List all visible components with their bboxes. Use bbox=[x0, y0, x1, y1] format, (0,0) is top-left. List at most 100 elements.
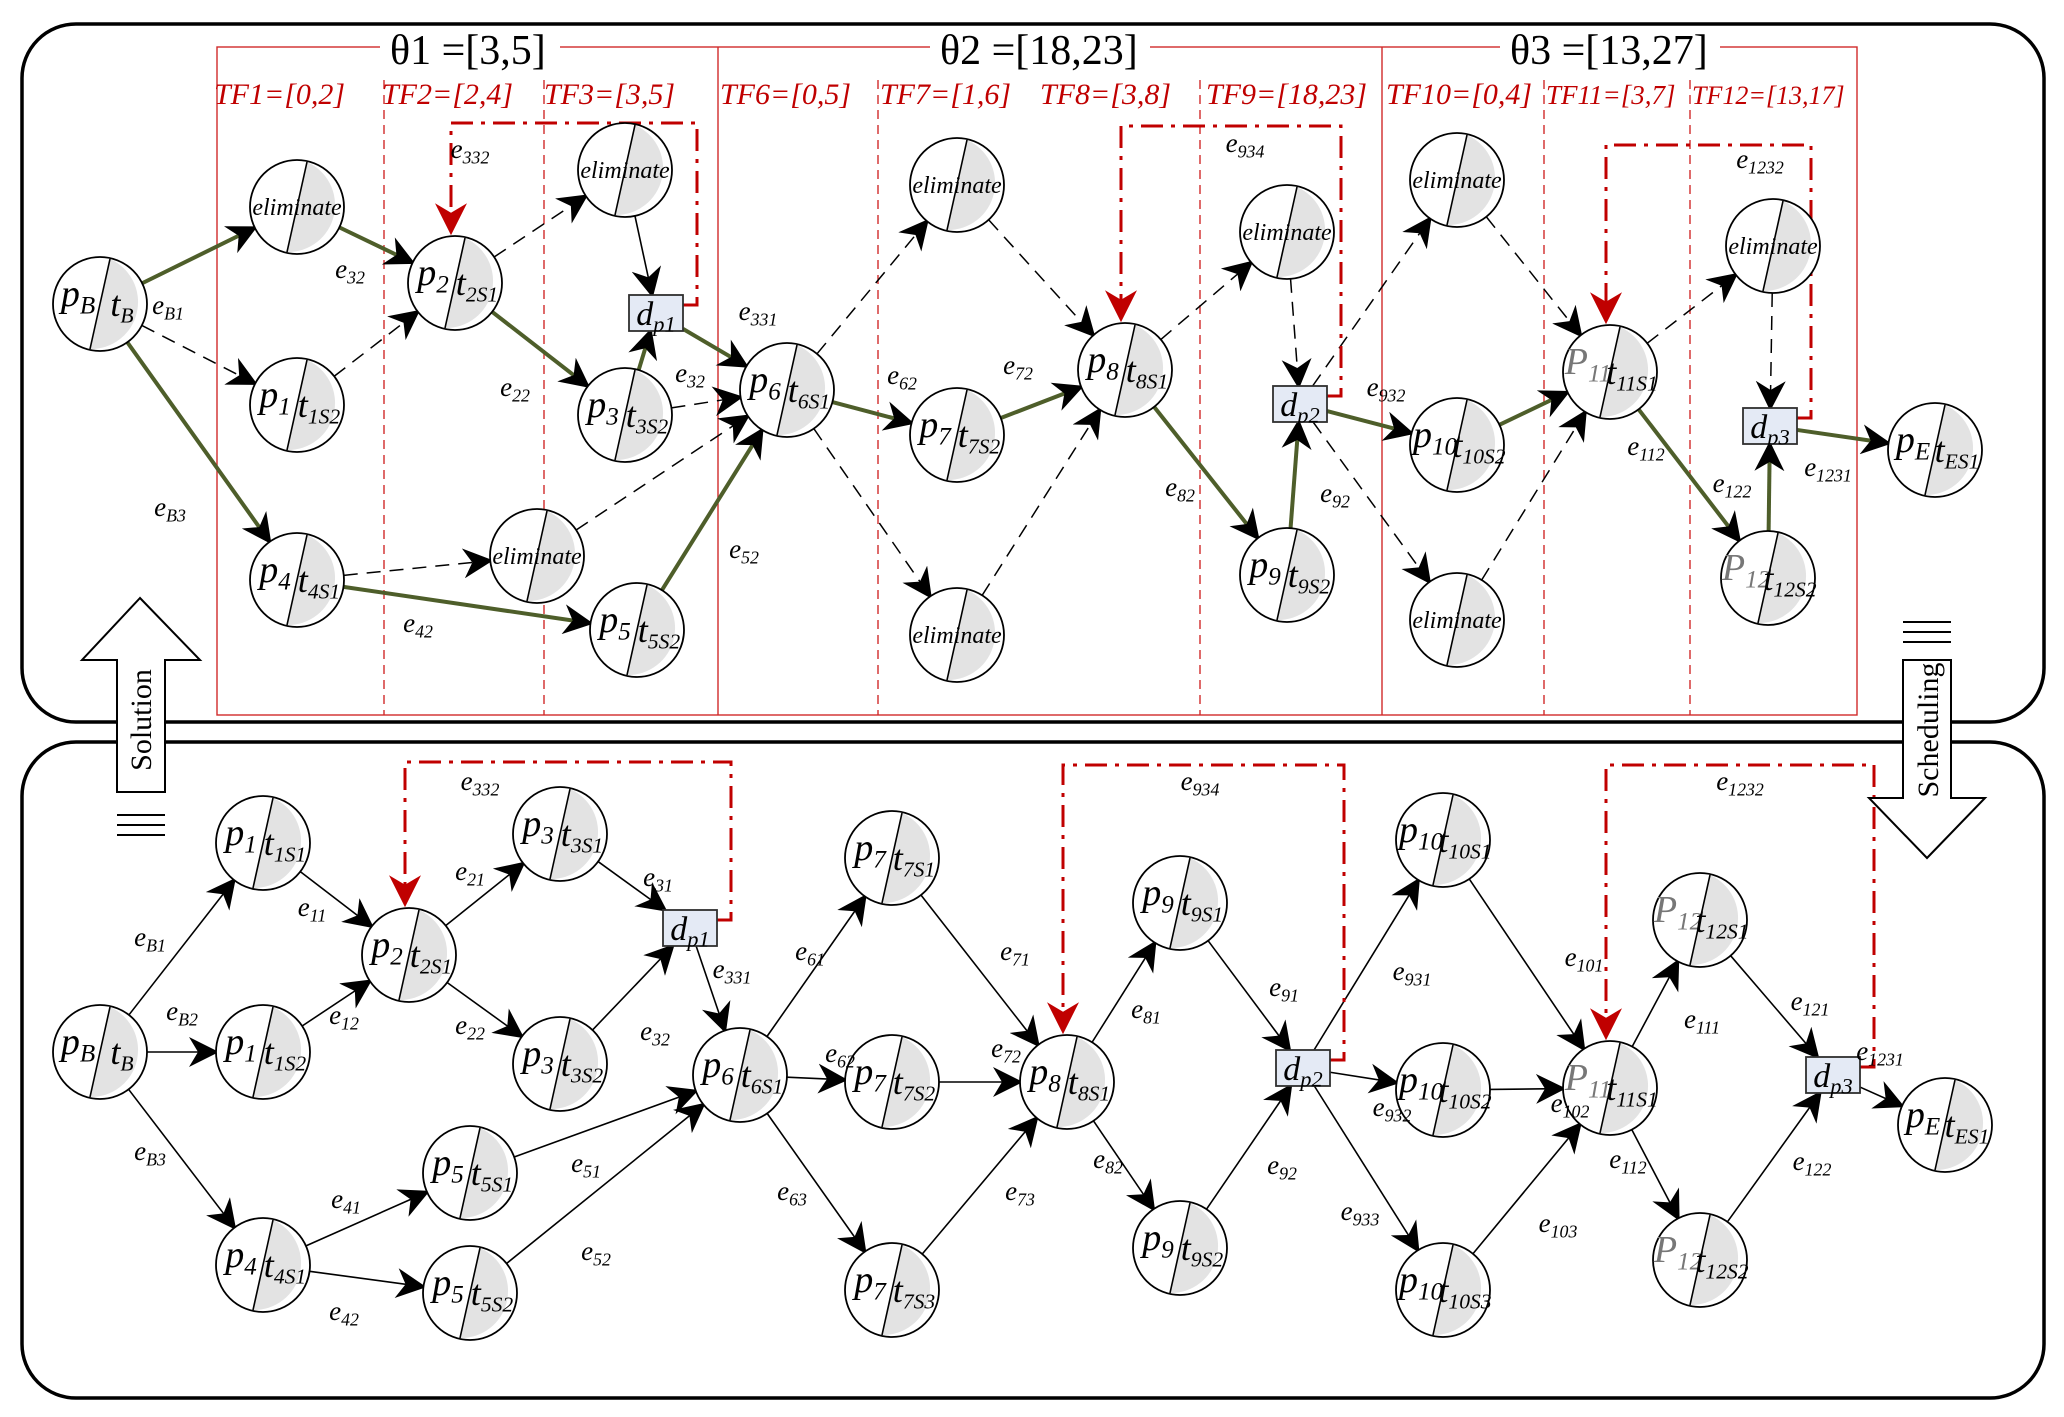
transition-label: t1S1 bbox=[264, 823, 306, 866]
place-label: pB bbox=[58, 1021, 95, 1068]
edge-label-e932: e932 bbox=[1373, 1092, 1412, 1125]
edge-label-e112: e112 bbox=[1609, 1144, 1646, 1177]
edge-label-e112: e112 bbox=[1627, 431, 1664, 464]
edge-label-e332: e332 bbox=[461, 766, 500, 799]
transition-label: t7S2 bbox=[958, 415, 1001, 458]
place-label: p9 bbox=[1139, 1217, 1174, 1264]
dp-label: dp2 bbox=[1280, 387, 1319, 428]
edge-label-e22: e22 bbox=[500, 372, 530, 405]
eliminate-label: eliminate bbox=[912, 173, 1002, 199]
bottom-edge-pB-p4 bbox=[127, 1088, 237, 1231]
bottom-edge-p11-p12b bbox=[1631, 1129, 1680, 1222]
decision-point-dp1: dp1 bbox=[628, 294, 684, 337]
edge-label-e331: e331 bbox=[713, 954, 752, 987]
edge-label-e32: e32 bbox=[675, 358, 705, 391]
bottom-edge-dp1-p6 bbox=[695, 945, 731, 1034]
edge-label-e52: e52 bbox=[729, 534, 759, 567]
time-frame-labels: TF1=[0,2] TF2=[2,4] TF3=[3,5] TF6=[0,5] … bbox=[214, 78, 1845, 111]
top-edge-p3-p6 bbox=[671, 386, 744, 417]
eliminate-label: eliminate bbox=[1412, 608, 1502, 634]
top-edge-dp3-pE bbox=[1796, 424, 1892, 455]
scheduling-arrow-label: Scheduling bbox=[1912, 663, 1945, 798]
decision-point-dp3: dp3 bbox=[1742, 407, 1798, 450]
place-label: p7 bbox=[916, 404, 952, 451]
bottom-edge-p8-p9a bbox=[1091, 940, 1157, 1043]
transition-label: t7S1 bbox=[893, 838, 935, 881]
place-label: P11 bbox=[1564, 341, 1611, 388]
eliminate-node: eliminate bbox=[909, 137, 1005, 233]
top-edge-p6-p7 bbox=[831, 400, 915, 431]
eliminate-node: eliminate bbox=[249, 159, 345, 255]
top-edge-p6-elE bbox=[813, 428, 932, 599]
edge-label-e103: e103 bbox=[1539, 1208, 1578, 1241]
transition-label: t5S2 bbox=[471, 1273, 514, 1316]
edge-label-e82: e82 bbox=[1165, 472, 1195, 505]
transition-label: tB bbox=[110, 1032, 133, 1075]
place-transition-node-pB: pB tB bbox=[52, 1004, 148, 1100]
top-edge-dp2-p10 bbox=[1326, 409, 1415, 441]
edge-label-e934: e934 bbox=[1226, 128, 1265, 161]
bottom-edge-dp2-p10b bbox=[1329, 1063, 1400, 1094]
place-label: P11 bbox=[1564, 1057, 1611, 1104]
bottom-edge-p4-p5a bbox=[305, 1189, 430, 1247]
edge-label-e122: e122 bbox=[1713, 468, 1752, 501]
eliminate-label: eliminate bbox=[252, 195, 342, 221]
theta-2-label: θ2 =[18,23] bbox=[940, 28, 1138, 74]
dp-label: dp3 bbox=[1813, 1058, 1852, 1099]
decision-point-dp2: dp2 bbox=[1275, 1049, 1331, 1092]
place-label: p6 bbox=[746, 359, 781, 406]
transition-label: t6S1 bbox=[741, 1055, 783, 1098]
top-edge-p11-p12 bbox=[1637, 408, 1742, 544]
transition-label: t5S2 bbox=[638, 610, 681, 653]
transition-label: t5S1 bbox=[471, 1153, 513, 1196]
edge-label-e332: e332 bbox=[451, 134, 490, 167]
edge-label-e1232: e1232 bbox=[1736, 144, 1784, 177]
transition-label: t6S1 bbox=[788, 370, 830, 413]
edge-label-e121: e121 bbox=[1791, 986, 1830, 1019]
place-label: p5 bbox=[429, 1142, 464, 1189]
top-edge-p8-elF bbox=[1160, 260, 1254, 341]
place-label: p9 bbox=[1139, 872, 1174, 919]
bottom-edge-pB-p1a bbox=[128, 877, 236, 1016]
place-label: p10 bbox=[1396, 809, 1444, 856]
decision-point-dp3: dp3 bbox=[1805, 1056, 1861, 1099]
bottom-edge-p9b-dp2 bbox=[1205, 1083, 1293, 1210]
tf-2-label: TF2=[2,4] bbox=[382, 78, 513, 111]
top-feedback-e332 bbox=[435, 121, 699, 307]
transition-label: t10S3 bbox=[1438, 1270, 1491, 1313]
edge-label-e72: e72 bbox=[991, 1033, 1021, 1066]
place-label: p4 bbox=[256, 549, 291, 596]
place-label: p1 bbox=[222, 812, 257, 859]
top-edge-p6-elD bbox=[816, 218, 929, 355]
tf-3-label: TF3=[3,5] bbox=[544, 78, 675, 111]
bottom-edge-p4-p5b bbox=[309, 1268, 427, 1298]
bottom-edge-p12b-dp3 bbox=[1726, 1090, 1822, 1223]
transition-label: t12S2 bbox=[1763, 558, 1816, 601]
transition-label: tES1 bbox=[1945, 1105, 1990, 1148]
eliminate-label: eliminate bbox=[1412, 168, 1502, 194]
edge-label-e81: e81 bbox=[1131, 994, 1161, 1027]
solution-arrow: Solution bbox=[79, 596, 203, 836]
place-label: p6 bbox=[699, 1044, 734, 1091]
top-edge-dp2-elH bbox=[1312, 421, 1432, 585]
place-label: p10 bbox=[1396, 1259, 1444, 1306]
transition-label: t12S2 bbox=[1695, 1240, 1748, 1283]
bottom-edge-p10c-p11 bbox=[1472, 1121, 1582, 1255]
transition-label: t2S1 bbox=[410, 935, 452, 978]
top-edge-elI-dp3 bbox=[1755, 292, 1786, 411]
transition-label: t8S1 bbox=[1068, 1062, 1110, 1105]
place-label: p7 bbox=[851, 1051, 887, 1098]
edge-label-e91: e91 bbox=[1269, 972, 1299, 1005]
eliminate-label: eliminate bbox=[1242, 220, 1332, 246]
bottom-edge-p6-p7a bbox=[766, 894, 867, 1037]
transition-label: t3S1 bbox=[561, 814, 603, 857]
